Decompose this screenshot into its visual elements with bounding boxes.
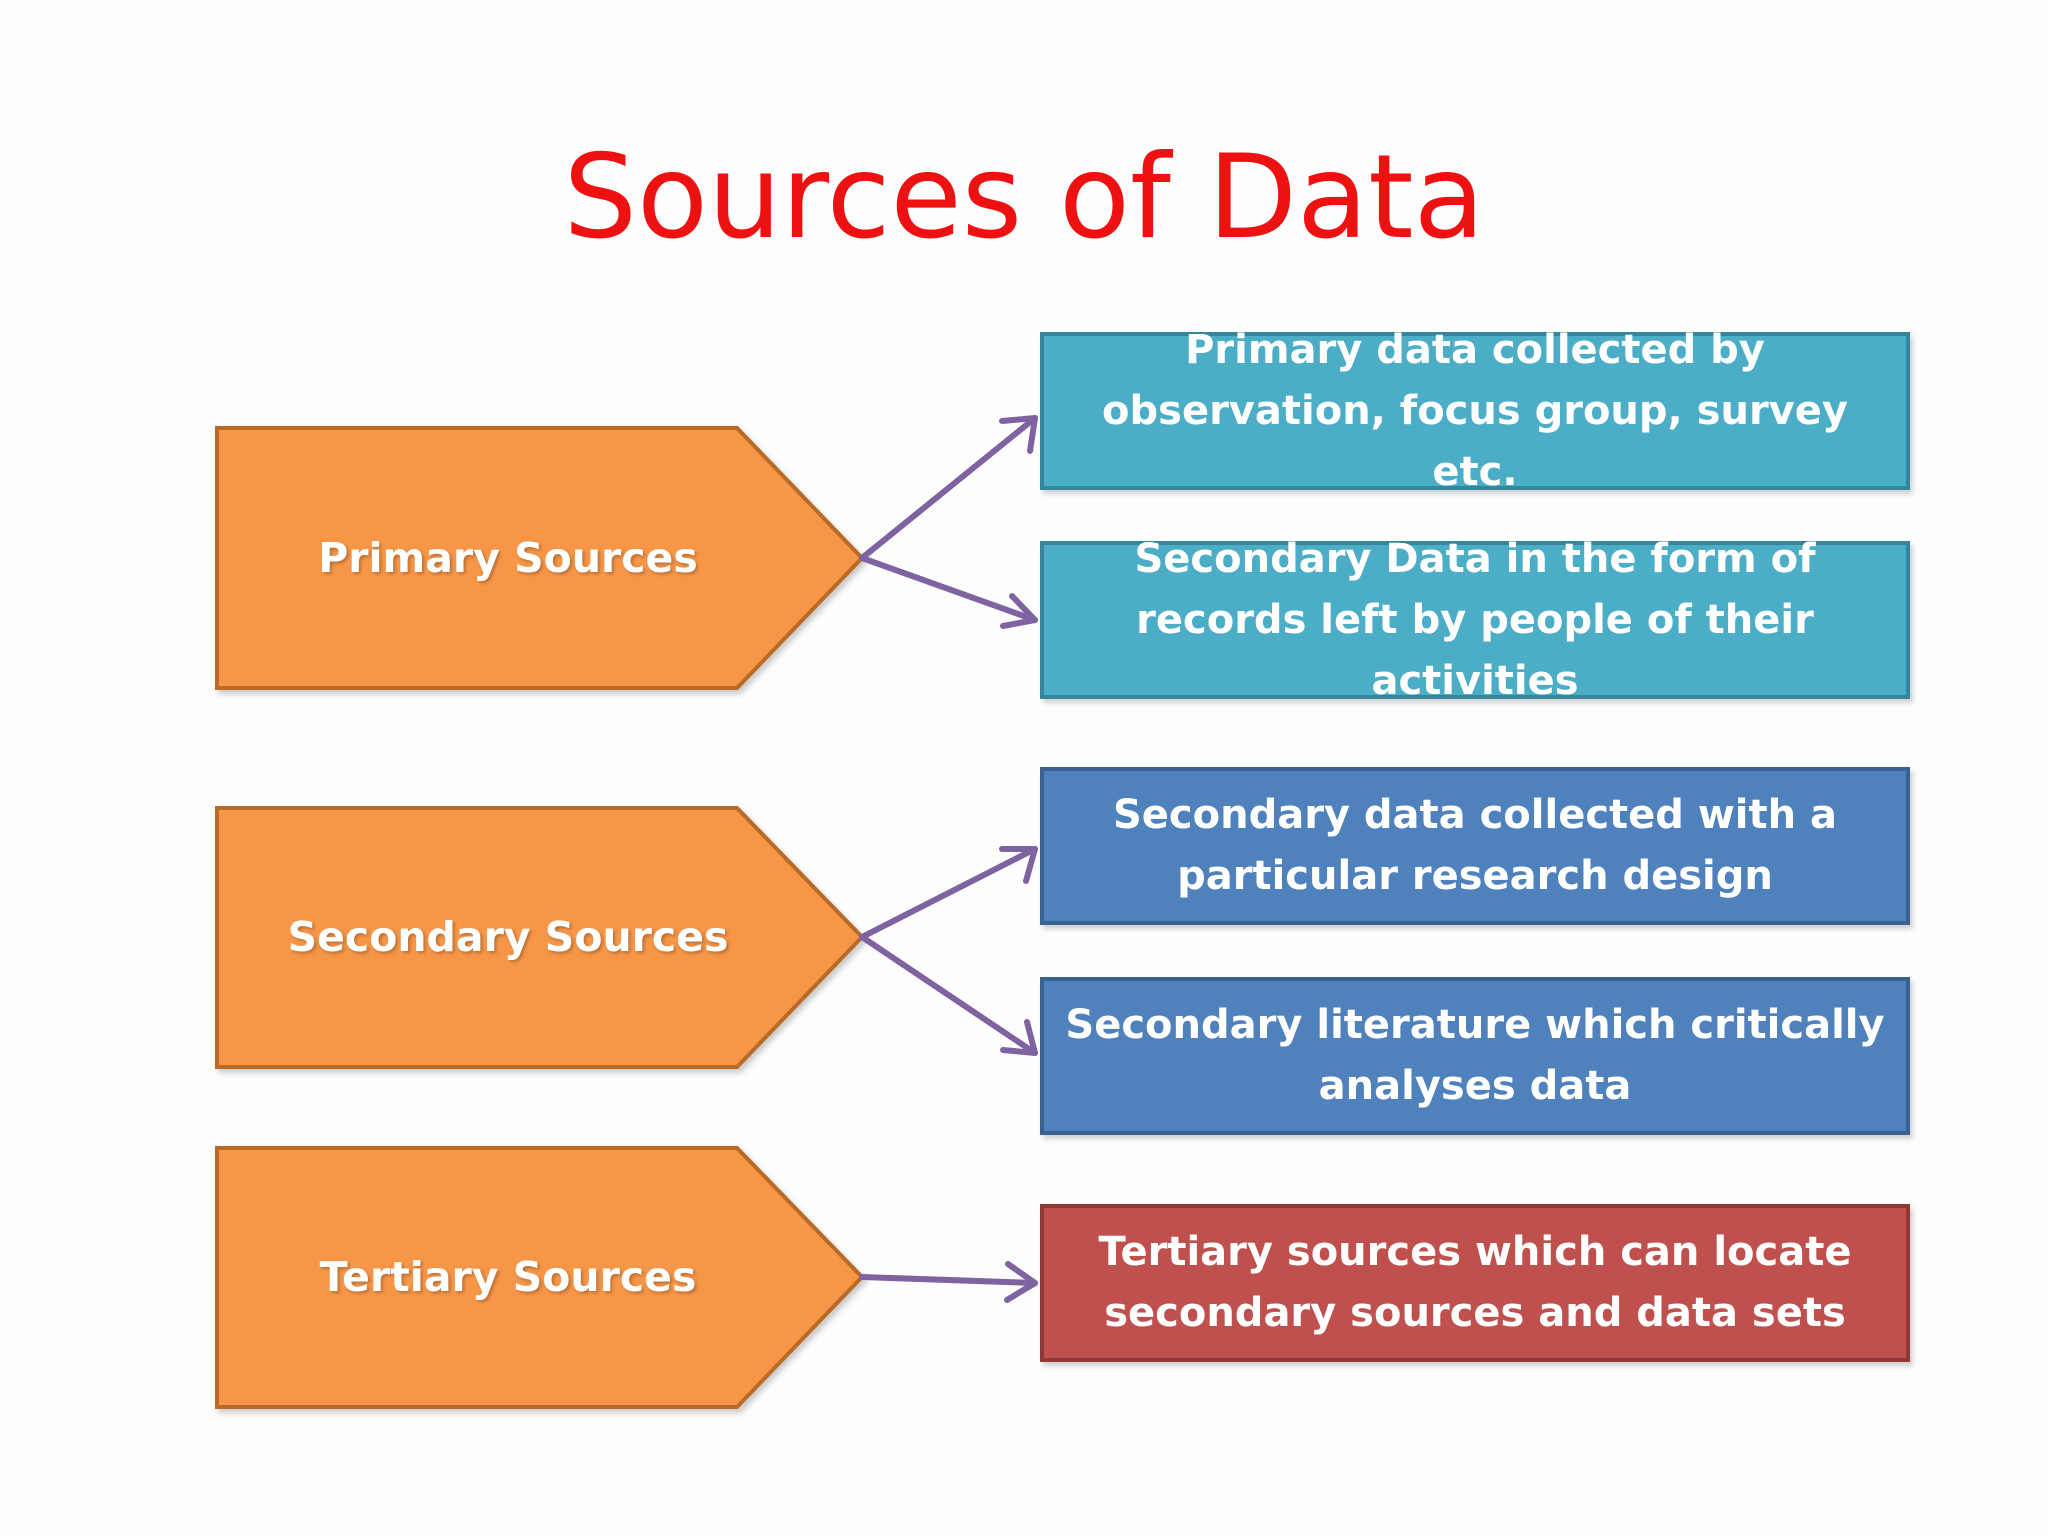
secondary-sources-shape [215,806,865,1069]
arrow-tertiary-to-locate [859,1261,1038,1303]
tertiary-locate-box: Tertiary sources which can locate second… [1040,1204,1910,1362]
primary-observation-box: Primary data collected by observation, f… [1040,327,1910,495]
secondary-literature-text: Secondary literature which critically an… [1065,1002,1885,1109]
primary-sources-label: Primary Sources [318,534,698,582]
secondary-literature-box: Secondary literature which critically an… [1040,977,1910,1135]
tertiary-sources-shape [215,1146,865,1409]
secondary-records-box: Secondary Data in the form of records le… [1040,536,1910,704]
tertiary-locate-text: Tertiary sources which can locate second… [1098,1229,1852,1336]
arrow-secondary-to-literature [859,934,1038,1056]
primary-observation-text: Primary data collected by observation, f… [1102,326,1848,495]
primary-sources-shape [215,426,865,690]
secondary-research-design-text: Secondary data collected with a particul… [1112,792,1838,899]
arrow-primary-to-observation [859,415,1038,561]
secondary-records-text: Secondary Data in the form of records le… [1134,535,1816,704]
tertiary-sources-label: Tertiary Sources [319,1253,697,1301]
arrow-secondary-to-research-design [859,846,1038,940]
slide-title: Sources of Data [563,130,1485,265]
secondary-research-design-box: Secondary data collected with a particul… [1040,767,1910,925]
arrow-primary-to-records [859,555,1038,629]
secondary-sources-label: Secondary Sources [287,913,729,961]
